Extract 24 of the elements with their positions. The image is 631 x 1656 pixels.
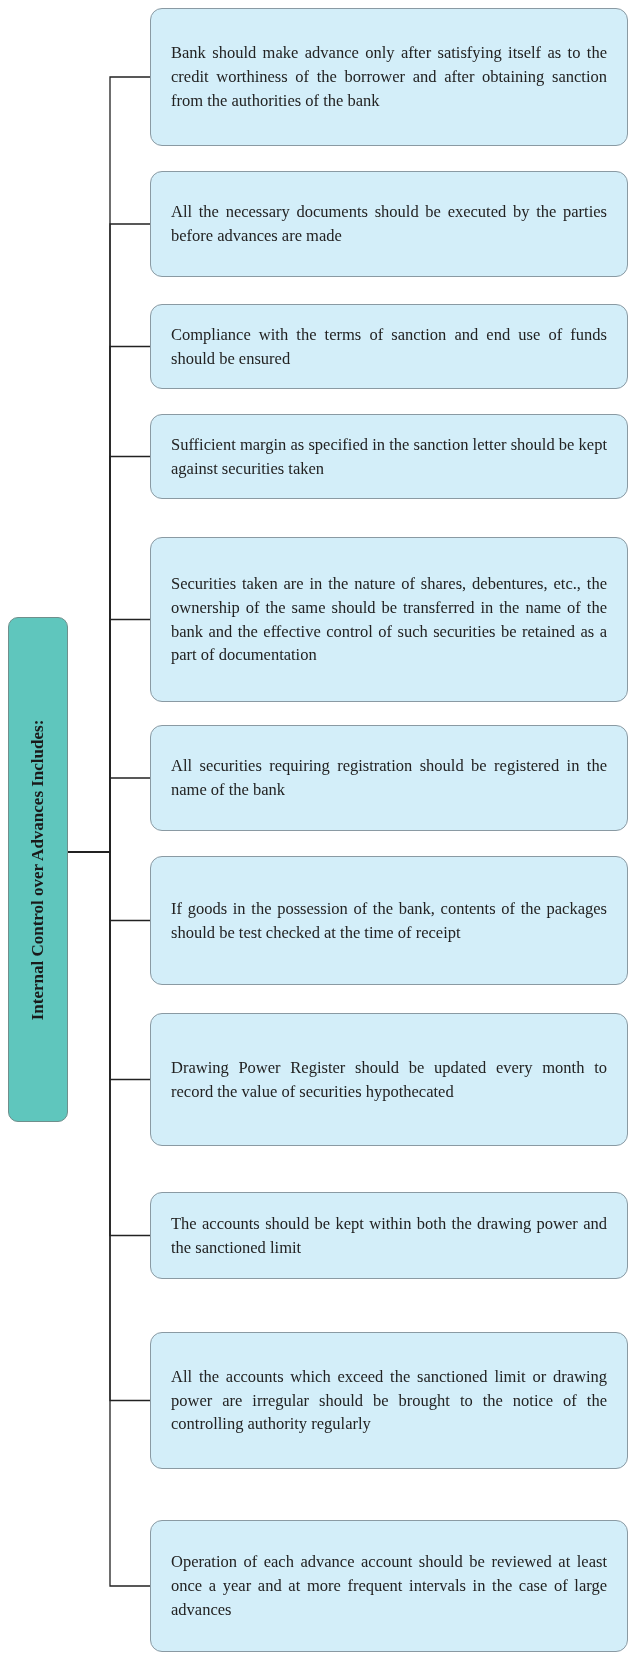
point-text: All the accounts which exceed the sanctioned limit or drawing power are irregular should be brought to the notice of the controlling authority regularly <box>171 1365 607 1436</box>
heading-text: Internal Control over Advances Includes: <box>28 719 48 1020</box>
point-text: Operation of each advance account should be reviewed at least once a year and at more frequent intervals in the case of large advances <box>171 1551 607 1621</box>
point-box <box>150 304 628 389</box>
point-text: Securities taken are in the nature of shares, debentures, etc., the ownership of the same should be transferred in the name of the bank and the effective control of such securities be retained as a part of documentation <box>171 572 607 667</box>
point-text: If goods in the possession of the bank, contents of the packages should be test checked at the time of receipt <box>171 897 607 944</box>
point-text: All the necessary documents should be executed by the parties before advances are made <box>171 201 607 247</box>
point-box <box>150 8 628 146</box>
point-text: Sufficient margin as specified in the sanction letter should be kept against securities taken <box>171 433 607 480</box>
point-text: The accounts should be kept within both the drawing power and the sanctioned limit <box>171 1212 607 1259</box>
point-box <box>150 414 628 499</box>
point-text: Drawing Power Register should be updated every month to record the value of securities hypothecated <box>171 1056 607 1103</box>
point-box <box>150 537 628 702</box>
point-text: Compliance with the terms of sanction and end use of funds should be ensured <box>171 323 607 370</box>
point-box <box>150 171 628 277</box>
point-box <box>150 1192 628 1279</box>
point-box <box>150 1013 628 1146</box>
point-box <box>150 1520 628 1652</box>
point-text: Bank should make advance only after satisfying itself as to the credit worthiness of the borrower and after obtaining sanction from the authorities of the bank <box>171 42 607 112</box>
heading-box <box>8 617 68 1122</box>
point-box <box>150 725 628 831</box>
point-text: All securities requiring registration should be registered in the name of the bank <box>171 755 607 801</box>
point-box <box>150 856 628 985</box>
point-box <box>150 1332 628 1469</box>
